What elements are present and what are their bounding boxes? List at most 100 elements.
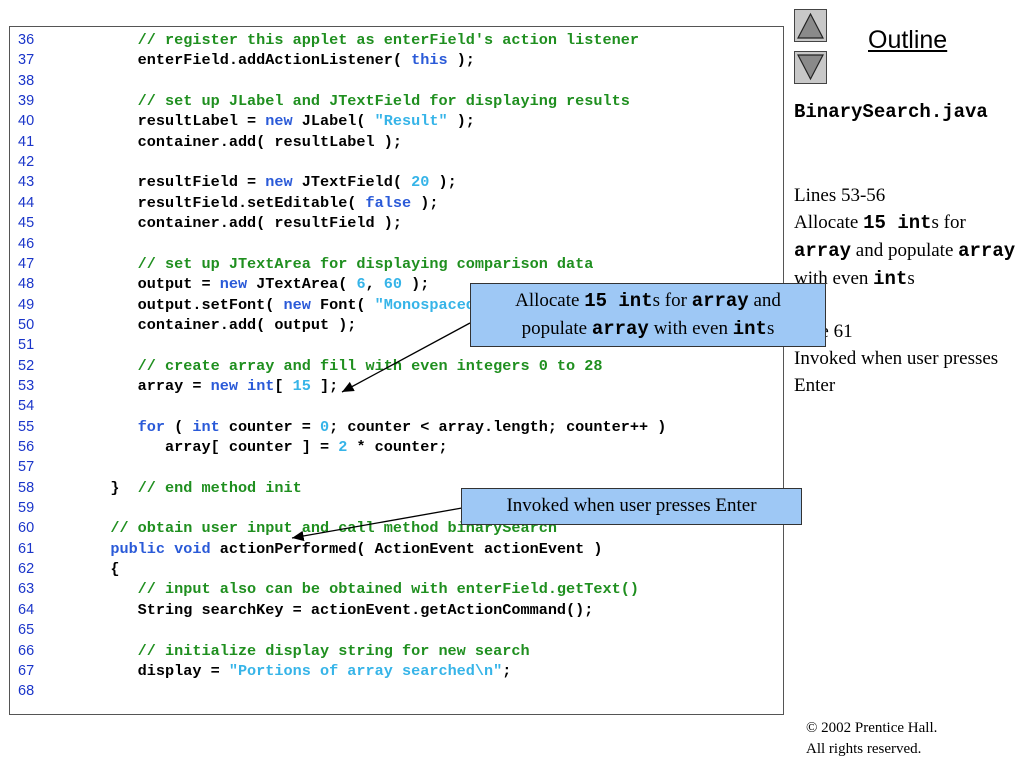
callout-text: populate (521, 318, 592, 339)
code-token: [ (274, 376, 293, 395)
callout1-line2: populate array with even ints (471, 315, 825, 343)
code-token: ; (502, 661, 512, 680)
code-token: Font( (310, 295, 375, 314)
next-slide-button[interactable] (794, 51, 827, 84)
allocate-description: Allocate 15 ints for array and populate … (794, 209, 1019, 293)
code-token: JTextField( (292, 173, 412, 192)
line-number: 68 (18, 683, 35, 700)
code-token: ); (402, 275, 430, 294)
code-token: container.add( resultLabel ); (83, 132, 402, 151)
callout-code: int (732, 318, 767, 340)
code-text: // create array and fill with even integ… (83, 356, 603, 376)
desc-text: and populate (851, 240, 959, 261)
copyright-notice: © 2002 Prentice Hall. All rights reserve… (806, 718, 937, 760)
code-text: // set up JLabel and JTextField for disp… (83, 91, 630, 111)
copyright-line1: © 2002 Prentice Hall. (806, 720, 938, 736)
code-token: this (411, 51, 448, 70)
code-text: array = new int[ 15 ]; (83, 376, 339, 396)
callout-text: Allocate (515, 290, 585, 311)
line-number: 40 (18, 113, 35, 130)
code-token: 0 (319, 417, 330, 436)
previous-slide-button[interactable] (794, 9, 827, 42)
code-text: container.add( resultLabel ); (83, 132, 402, 152)
desc-text: s for (931, 212, 966, 233)
code-token: new (265, 112, 293, 131)
code-token: // set up JLabel and JTextField for disp… (83, 92, 630, 111)
code-token: 6 (356, 275, 366, 294)
code-token: false (365, 193, 412, 212)
file-name: BinarySearch.java (794, 101, 988, 123)
code-token: // register this applet as enterField's … (83, 31, 639, 49)
desc-code: int (873, 268, 908, 290)
line-number: 54 (18, 398, 35, 415)
line-number: 67 (18, 662, 35, 679)
line-number: 51 (18, 337, 35, 354)
code-token: resultField.setEditable( (83, 193, 366, 212)
desc-text: Allocate (794, 212, 864, 233)
line-number: 48 (18, 276, 35, 293)
code-token: ( (165, 417, 193, 436)
line-number: 41 (18, 133, 35, 150)
code-token: ); (411, 193, 439, 212)
code-token: JTextArea( (247, 275, 357, 294)
code-token: int (192, 417, 220, 436)
callout-text: s for (652, 290, 692, 311)
line-number: 37 (18, 52, 35, 69)
copyright-line2: All rights reserved. (806, 741, 922, 757)
line-number: 43 (18, 174, 35, 191)
code-token: public void (83, 539, 211, 558)
line-number: 60 (18, 520, 35, 537)
code-token: 2 (338, 438, 348, 456)
callout1-line1: Allocate 15 ints for array and (471, 287, 825, 315)
triangle-down-icon (797, 54, 824, 81)
code-token: , (365, 275, 384, 294)
code-text: display = "Portions of array searched\n"… (83, 661, 512, 681)
code-token: JLabel( (292, 112, 375, 131)
code-text: // set up JTextArea for displaying compa… (83, 254, 594, 274)
lines-53-56-note: Lines 53-56 Allocate 15 ints for array a… (794, 182, 1019, 293)
code-token: output.setFont( (83, 295, 284, 314)
line-number: 65 (18, 622, 35, 639)
code-token: 60 (383, 275, 403, 294)
allocate-callout: Allocate 15 ints for array and populate … (470, 283, 826, 347)
code-token: enterField.addActionListener( (83, 51, 412, 70)
line-number: 59 (18, 500, 35, 517)
code-token: "Result" (374, 112, 448, 131)
code-token: * counter; (347, 438, 448, 456)
code-token: container.add( resultField ); (83, 214, 402, 233)
code-token: array[ counter ] = (83, 438, 339, 456)
code-token: // initialize display string for new sea… (83, 641, 530, 660)
callout2-text: Invoked when user presses Enter (506, 495, 757, 516)
callout-text: with even (648, 318, 733, 339)
line-number: 49 (18, 296, 35, 313)
line-number: 62 (18, 561, 35, 578)
code-text: // initialize display string for new sea… (83, 641, 530, 661)
desc-text: s (907, 268, 915, 289)
code-token: actionPerformed( ActionEvent actionEvent… (210, 539, 603, 558)
line-number: 58 (18, 479, 35, 496)
code-text: resultField.setEditable( false ); (83, 193, 439, 213)
outline-link[interactable]: Outline (868, 26, 948, 54)
line-number: 47 (18, 255, 35, 272)
code-token: array = (83, 376, 211, 395)
line-number: 53 (18, 377, 35, 394)
code-token: "Monospaced" (374, 295, 485, 314)
code-text: array[ counter ] = 2 * counter; (83, 437, 448, 457)
callout-code: 15 int (584, 290, 653, 312)
line-number: 50 (18, 316, 35, 333)
code-text: output = new JTextArea( 6, 60 ); (83, 274, 430, 294)
line-number: 57 (18, 459, 35, 476)
code-token: display = (83, 661, 229, 680)
code-text: String searchKey = actionEvent.getAction… (83, 600, 594, 620)
code-token: ); (447, 112, 475, 131)
code-text: { (83, 559, 119, 579)
code-token: 15 (292, 376, 311, 395)
code-token: new (283, 295, 311, 314)
triangle-up-icon (797, 12, 824, 39)
code-text: public void actionPerformed( ActionEvent… (83, 539, 603, 559)
line-number: 56 (18, 439, 35, 455)
code-text: // register this applet as enterField's … (83, 30, 639, 50)
line-number: 64 (18, 601, 35, 618)
code-token: { (83, 560, 120, 579)
code-token: for (137, 417, 166, 436)
